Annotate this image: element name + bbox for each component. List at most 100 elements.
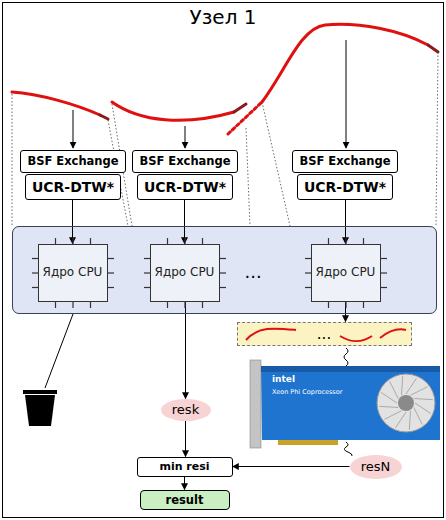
input-arrow	[73, 40, 346, 148]
process-box: BSF Exchange	[132, 150, 237, 173]
process-box: UCR-DTW*	[25, 174, 121, 200]
process-box: BSF Exchange	[20, 150, 125, 173]
fan-blade	[414, 399, 433, 400]
chip-pin	[108, 272, 114, 273]
chip-pin	[144, 257, 150, 258]
connector-arrow	[185, 421, 186, 457]
cpu-core: Ядро CPU	[311, 244, 381, 302]
node-text: Ядро CPU	[43, 265, 103, 280]
chip-pin	[220, 257, 226, 258]
buffer-box: ...	[237, 322, 412, 346]
fan-blade	[409, 411, 410, 430]
chip-pin	[345, 302, 346, 308]
node-text: min resi	[159, 460, 209, 473]
node-text: result	[166, 493, 204, 507]
chip-pin	[362, 302, 363, 308]
node-text: resk	[172, 402, 199, 417]
chip-pin	[381, 257, 387, 258]
result-box: result	[140, 490, 230, 510]
fan-blade	[381, 392, 397, 403]
chip-body	[311, 244, 380, 301]
chip-pins	[305, 238, 387, 308]
node-text: ...	[317, 325, 331, 343]
node-text: ...	[245, 261, 262, 282]
chip-pin	[220, 272, 226, 273]
node-text: BSF Exchange	[299, 154, 390, 168]
process-box: UCR-DTW*	[297, 174, 393, 200]
fan-blade	[414, 408, 422, 425]
chip-pin	[32, 257, 38, 258]
chip-pin	[305, 257, 311, 258]
node-text: BSF Exchange	[27, 154, 118, 168]
chip-pin	[72, 302, 73, 308]
chip-pin	[72, 238, 73, 244]
ellipse-shape	[161, 399, 211, 421]
connector-arrow	[184, 200, 185, 244]
coprocessor-card	[250, 360, 440, 448]
fan-blade	[415, 403, 431, 414]
chip-pin	[327, 238, 328, 244]
cpu-panel: ... Ядро CPU Ядро CPU Ядро CPU	[12, 226, 437, 314]
chip-pin	[89, 238, 90, 244]
chip-pin	[166, 302, 167, 308]
chip-pin	[327, 302, 328, 308]
node-title: Узел 1	[3, 5, 443, 29]
fan-blade	[411, 387, 428, 395]
result-ellipse: resN	[350, 455, 402, 479]
chip-pin	[32, 272, 38, 273]
chip-pin	[184, 302, 185, 308]
guide-line	[12, 52, 438, 226]
fan-blade	[402, 376, 403, 395]
cpu-core: Ядро CPU	[150, 244, 220, 302]
fan-blade	[390, 381, 398, 398]
chip-pin	[108, 286, 114, 287]
card-label: intel	[272, 374, 295, 384]
chip-pin	[32, 286, 38, 287]
chip-pin	[362, 238, 363, 244]
chip-pin	[54, 238, 55, 244]
chip-pins	[32, 238, 114, 308]
node-text: UCR-DTW*	[144, 179, 226, 195]
process-box: min resi	[137, 457, 233, 477]
chip-pin	[345, 238, 346, 244]
chip-pin	[89, 302, 90, 308]
node-text: Ядро CPU	[155, 265, 215, 280]
node-text: UCR-DTW*	[304, 179, 386, 195]
connector-arrow	[184, 477, 185, 490]
chip-pin	[201, 302, 202, 308]
fan-blade	[395, 412, 406, 428]
chip-body	[38, 244, 107, 301]
fan-blade	[384, 411, 401, 419]
card-label: Xeon Phi Coprocessor	[272, 388, 342, 396]
cpu-core: Ядро CPU	[38, 244, 108, 302]
fan-blade	[379, 406, 398, 407]
process-box: UCR-DTW*	[137, 174, 233, 200]
panel-fill	[12, 226, 437, 314]
connector-arrow	[345, 200, 346, 244]
node-text: UCR-DTW*	[32, 179, 114, 195]
chip-pin	[305, 286, 311, 287]
node-text: BSF Exchange	[139, 154, 230, 168]
node-text: resN	[361, 459, 391, 474]
process-box: BSF Exchange	[292, 150, 397, 173]
chip-body	[150, 244, 219, 301]
chip-pin	[201, 238, 202, 244]
fan-blade	[406, 378, 417, 394]
node-text: Ядро CPU	[316, 265, 376, 280]
connector-arrow	[345, 302, 346, 322]
buffer-fill	[237, 322, 412, 346]
chip-pin	[220, 286, 226, 287]
chip-pin	[54, 302, 55, 308]
chip-pin	[144, 286, 150, 287]
chip-pins	[144, 238, 226, 308]
connector-arrow	[233, 466, 350, 467]
chip-pin	[184, 238, 185, 244]
chip-pin	[108, 257, 114, 258]
chip-pin	[381, 286, 387, 287]
discard-line	[45, 314, 73, 388]
chip-pin	[381, 272, 387, 273]
chip-pin	[144, 272, 150, 273]
chip-pin	[305, 272, 311, 273]
connector-arrow	[72, 200, 73, 244]
